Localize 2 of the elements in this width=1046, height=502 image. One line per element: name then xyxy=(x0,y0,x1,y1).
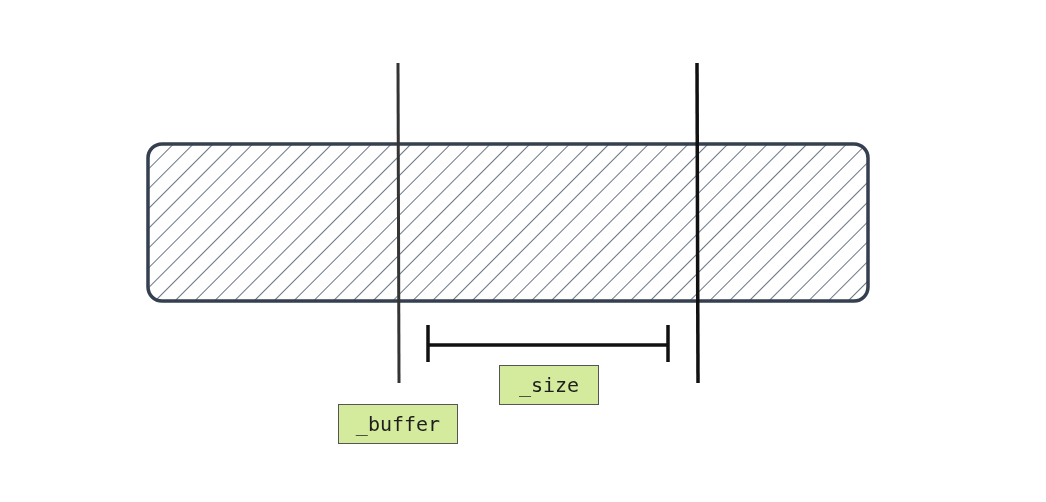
variable-label: _size xyxy=(499,365,599,405)
variable-label: _buffer xyxy=(338,404,458,444)
